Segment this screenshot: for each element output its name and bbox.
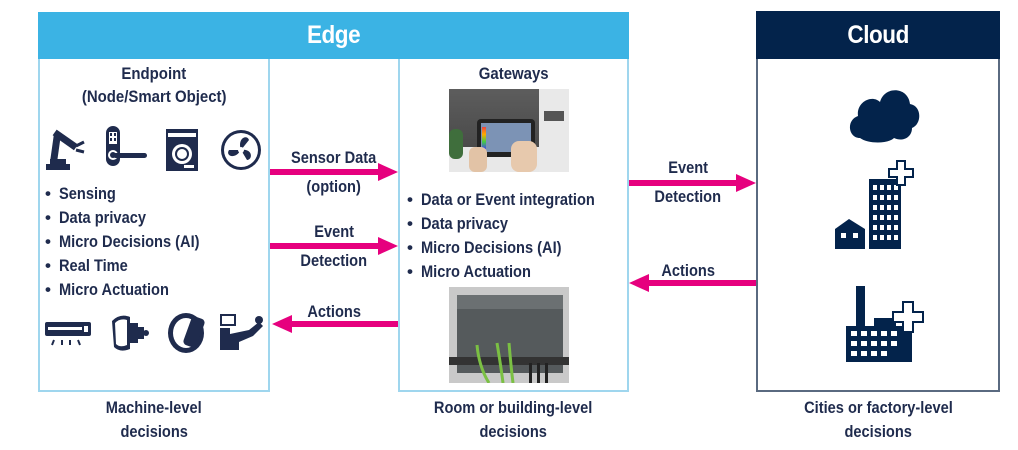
endpoint-box <box>38 59 270 392</box>
arrow-label-actions-1: Actions <box>307 302 361 321</box>
air-conditioner-icon <box>45 322 91 346</box>
cloud-box <box>756 59 1000 392</box>
city-hospital-icon <box>835 160 914 249</box>
list-item: •Micro Actuation <box>45 280 169 299</box>
edge-header: Edge <box>38 12 629 59</box>
smartwatch-icon <box>168 313 205 353</box>
cloud-title: Cloud <box>847 20 909 49</box>
gateways-caption-line1: Room or building-level <box>434 398 593 417</box>
smart-home-tablet-photo <box>449 89 569 172</box>
gateways-caption: Room or building-level decisions <box>398 396 629 444</box>
endpoint-caption-line1: Machine-level <box>106 398 202 417</box>
cloud-caption: Cities or factory-level decisions <box>756 396 1000 444</box>
arrow-label-actions-2: Actions <box>661 261 715 280</box>
arrow-label-event-detection-2: Event Detection <box>654 158 722 206</box>
endpoint-title: Endpoint (Node/Smart Object) <box>38 62 270 108</box>
list-item: •Micro Decisions (AI) <box>45 232 200 251</box>
cloud-header: Cloud <box>756 11 1000 59</box>
gateways-caption-line2: decisions <box>479 422 548 441</box>
list-item: •Data privacy <box>407 214 508 233</box>
list-item: •Data or Event integration <box>407 190 595 209</box>
endpoint-title-line1: Endpoint <box>121 64 187 83</box>
gateways-bullets: •Data or Event integration •Data privacy… <box>407 188 623 284</box>
fan-icon <box>221 130 261 170</box>
factory-hospital-icon <box>846 286 924 362</box>
list-item: •Data privacy <box>45 208 146 227</box>
gateways-box <box>398 59 629 392</box>
endpoint-caption-line2: decisions <box>120 422 188 441</box>
gateways-title: Gateways <box>478 64 549 83</box>
arrow-actions-1 <box>272 315 398 333</box>
list-item: •Sensing <box>45 184 116 203</box>
endpoint-bullets: •Sensing •Data privacy •Micro Decisions … <box>45 182 222 302</box>
industrial-gateway-photo <box>449 287 569 383</box>
endpoint-title-line2: (Node/Smart Object) <box>81 87 227 106</box>
smart-lock-icon <box>106 126 147 166</box>
robot-arm-icon <box>46 129 85 170</box>
list-item: •Micro Actuation <box>407 262 531 281</box>
cloud-caption-line1: Cities or factory-level <box>803 398 953 417</box>
cloud-caption-line2: decisions <box>844 422 912 441</box>
washing-machine-icon <box>166 129 198 171</box>
arrow-event-detection-1 <box>270 237 398 255</box>
arrow-sensor-data <box>270 163 398 181</box>
medical-device-icon <box>220 314 263 350</box>
cloud-icon <box>849 90 920 143</box>
arrow-label-event-detection-1: Event Detection <box>300 222 368 270</box>
arrow-actions-2 <box>629 274 756 292</box>
edge-title: Edge <box>306 21 361 49</box>
arrow-label-sensor-data: Sensor Data (option) <box>291 148 377 196</box>
arrow-event-detection-2 <box>629 174 756 192</box>
list-item: •Real Time <box>45 256 128 275</box>
endpoint-caption: Machine-level decisions <box>38 396 270 444</box>
list-item: •Micro Decisions (AI) <box>407 238 562 257</box>
motor-icon <box>112 315 149 351</box>
